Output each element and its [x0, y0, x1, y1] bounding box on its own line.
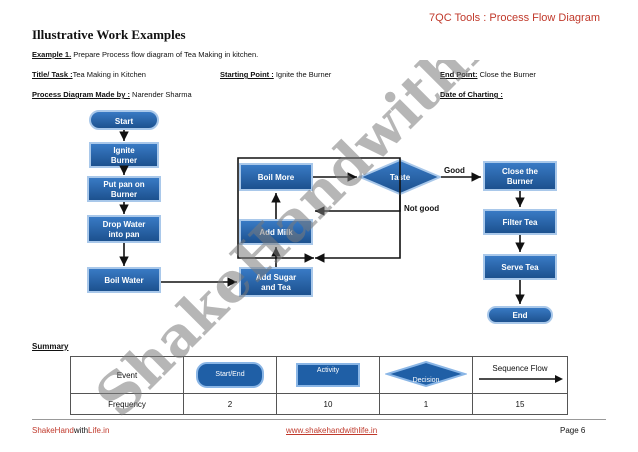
- decision-label: Decision: [413, 377, 440, 384]
- add-sugar-label-1: Add Sugar: [256, 273, 296, 282]
- title-label: Title/ Task :: [32, 70, 73, 79]
- end-field: End Point: Close the Burner: [440, 70, 536, 79]
- footer-left-b: with: [73, 426, 89, 435]
- serve-tea-box: Serve Tea: [483, 254, 557, 280]
- footer-divider: [32, 419, 606, 420]
- example-text: Prepare Process flow diagram of Tea Maki…: [71, 50, 259, 59]
- ignite-label-2: Burner: [111, 156, 137, 165]
- filter-tea-box: Filter Tea: [483, 209, 557, 235]
- end-value: Close the Burner: [477, 70, 536, 79]
- good-label: Good: [444, 166, 465, 175]
- filter-label: Filter Tea: [503, 218, 539, 227]
- event-header: Event: [70, 356, 184, 394]
- footer-left-a: ShakeHand: [32, 426, 74, 435]
- end-label: End: [512, 311, 527, 320]
- made-by-label: Process Diagram Made by :: [32, 90, 130, 99]
- start-end-shape: Start/End: [196, 362, 264, 388]
- close-label-1: Close the: [502, 167, 539, 176]
- footer-left-c: Life.in: [88, 426, 110, 435]
- decision-shape: Decision: [383, 360, 469, 388]
- footer-page-number: Page 6: [560, 426, 586, 435]
- add-milk-label: Add Milk: [259, 228, 293, 237]
- title-field: Title/ Task :Tea Making in Kitchen: [32, 70, 146, 79]
- add-sugar-label-2: and Tea: [261, 283, 291, 292]
- not-good-label: Not good: [404, 204, 439, 213]
- summary-row-frequency: Frequency 2 10 1 15: [70, 393, 568, 415]
- boil-more-box: Boil More: [239, 163, 313, 191]
- drop-label-2: into pan: [108, 230, 139, 239]
- summary-table: Event Start/End Activity Decision Sequen…: [70, 356, 568, 415]
- drop-label-1: Drop Water: [103, 220, 146, 229]
- start-terminal: Start: [89, 110, 159, 130]
- made-by-value: Narender Sharma: [129, 90, 192, 99]
- ignite-burner-box: Ignite Burner: [89, 142, 159, 168]
- close-label-2: Burner: [507, 177, 533, 186]
- start-value: Ignite the Burner: [273, 70, 332, 79]
- summary-row-shapes: Event Start/End Activity Decision Sequen…: [70, 356, 568, 394]
- put-pan-box: Put pan on Burner: [87, 176, 161, 202]
- boil-water-box: Boil Water: [87, 267, 161, 293]
- ignite-label-1: Ignite: [113, 146, 135, 155]
- flow-arrows: [119, 130, 525, 304]
- summary-label: Summary: [32, 342, 69, 351]
- sequence-flow-label: Sequence Flow: [492, 363, 548, 373]
- pan-label-1: Put pan on: [103, 180, 144, 189]
- footer-website-link[interactable]: www.shakehandwithlife.in: [286, 426, 378, 435]
- frequency-label: Frequency: [70, 393, 184, 415]
- header-title: 7QC Tools : Process Flow Diagram: [429, 12, 600, 24]
- start-label: Start: [115, 117, 134, 126]
- end-label: End Point:: [440, 70, 478, 79]
- example-label: Example 1.: [32, 50, 72, 59]
- start-label: Starting Point :: [220, 70, 274, 79]
- boil-water-label: Boil Water: [104, 276, 143, 285]
- add-milk-box: Add Milk: [239, 219, 313, 245]
- date-label: Date of Charting :: [440, 90, 503, 99]
- frequency-start-end: 2: [183, 393, 277, 415]
- boil-more-label: Boil More: [258, 173, 295, 182]
- start-field: Starting Point : Ignite the Burner: [220, 70, 331, 79]
- title-value: Tea Making in Kitchen: [72, 70, 146, 79]
- date-field: Date of Charting :: [440, 90, 503, 99]
- pan-label-2: Burner: [111, 190, 137, 199]
- decision-cell: Decision: [379, 356, 473, 394]
- example-line: Example 1. Prepare Process flow diagram …: [32, 50, 258, 59]
- frequency-flow: 15: [472, 393, 568, 415]
- footer-left: ShakeHandwithLife.in: [32, 426, 109, 435]
- add-sugar-box: Add Sugar and Tea: [239, 267, 313, 297]
- activity-cell: Activity: [276, 356, 380, 394]
- frequency-activity: 10: [276, 393, 380, 415]
- close-burner-box: Close the Burner: [483, 161, 557, 191]
- made-by-field: Process Diagram Made by : Narender Sharm…: [32, 90, 192, 99]
- start-end-cell: Start/End: [183, 356, 277, 394]
- end-terminal: End: [487, 306, 553, 324]
- flow-cell: Sequence Flow: [472, 356, 568, 394]
- sequence-flow-arrow: [479, 374, 563, 383]
- serve-label: Serve Tea: [501, 263, 539, 272]
- page-title: Illustrative Work Examples: [32, 27, 186, 42]
- activity-shape: Activity: [296, 363, 360, 387]
- drop-water-box: Drop Water into pan: [87, 215, 161, 243]
- frequency-decision: 1: [379, 393, 473, 415]
